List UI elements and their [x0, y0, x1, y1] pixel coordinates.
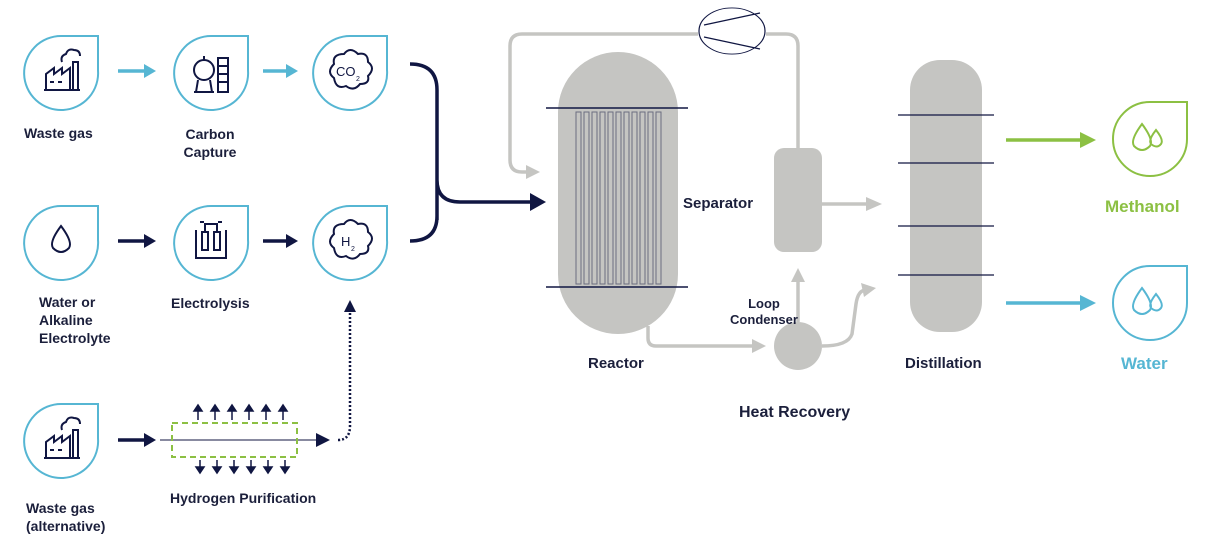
hydrogen-purification-unit: [160, 300, 356, 475]
recycle-arrow-head: [526, 165, 540, 179]
waste-gas-label: Waste gas: [24, 125, 93, 141]
carbon-capture-line-2: Capture: [183, 144, 237, 160]
water-line-2: Alkaline: [39, 312, 93, 328]
water-output-drop-icon: [1112, 265, 1188, 341]
waste-gas-alt-label: Waste gas (alternative): [26, 499, 105, 535]
feed-merge-line: [409, 62, 532, 243]
h2-subscript: 2: [351, 246, 355, 253]
water-input-label: Water or Alkaline Electrolyte: [39, 293, 111, 347]
co2-symbol: CO: [336, 64, 356, 79]
water-drop-icon: [23, 205, 100, 281]
electrolysis-label: Electrolysis: [171, 295, 250, 311]
teal-arrow-2: [263, 64, 298, 78]
water-arrow: [1006, 295, 1096, 311]
loop-condenser: [774, 322, 822, 370]
carbon-capture-line-1: Carbon: [185, 126, 235, 142]
separator-vessel: [774, 148, 822, 252]
separator-label: Separator: [683, 195, 754, 212]
loop-condenser-label: Loop Condenser: [700, 296, 828, 328]
recycle-loop: [508, 32, 800, 174]
water-output-label: Water: [1121, 354, 1168, 373]
navy-arrow-3: [118, 433, 156, 447]
waste-gas-alt-line-1: Waste gas: [26, 500, 95, 516]
reactor-outlet-line: [646, 326, 754, 348]
condenser-up-arrow: [791, 268, 805, 282]
distillation-column: [898, 60, 994, 332]
carbon-capture-icon: [173, 35, 250, 111]
waste-gas-icon: [23, 35, 100, 111]
teal-arrow-1: [118, 64, 156, 78]
compressor-icon: [698, 0, 766, 65]
hydrogen-purification-label: Hydrogen Purification: [170, 490, 317, 506]
heat-recovery-arrow: [861, 283, 876, 297]
navy-arrow-1: [118, 234, 156, 248]
waste-gas-alt-line-2: (alternative): [26, 518, 106, 534]
h2-symbol: H: [341, 234, 350, 249]
h2-icon: H 2: [312, 205, 389, 281]
co2-icon: CO 2: [312, 35, 389, 111]
water-line-3: Electrolyte: [39, 330, 111, 346]
distillation-label: Distillation: [905, 355, 982, 372]
electrolysis-icon: [173, 205, 250, 281]
feed-arrow-head: [530, 193, 546, 211]
water-line-1: Water or: [39, 294, 96, 310]
reactor-vessel: [546, 52, 688, 334]
co2-subscript: 2: [356, 76, 360, 83]
methanol-arrow: [1006, 132, 1096, 148]
heat-recovery-line: [821, 288, 867, 348]
separator-to-distillation-arrow: [866, 197, 882, 211]
loop-condenser-line-1: Loop: [748, 296, 780, 311]
methanol-label: Methanol: [1105, 197, 1180, 216]
waste-gas-alt-icon: [23, 403, 100, 479]
reactor-label: Reactor: [588, 355, 644, 372]
reactor-outlet-arrow: [752, 339, 766, 353]
loop-condenser-line-2: Condenser: [730, 312, 798, 327]
navy-arrow-2: [263, 234, 298, 248]
carbon-capture-label: Carbon Capture: [168, 125, 252, 161]
heat-recovery-label: Heat Recovery: [739, 404, 851, 421]
methanol-drop-icon: [1112, 101, 1188, 177]
